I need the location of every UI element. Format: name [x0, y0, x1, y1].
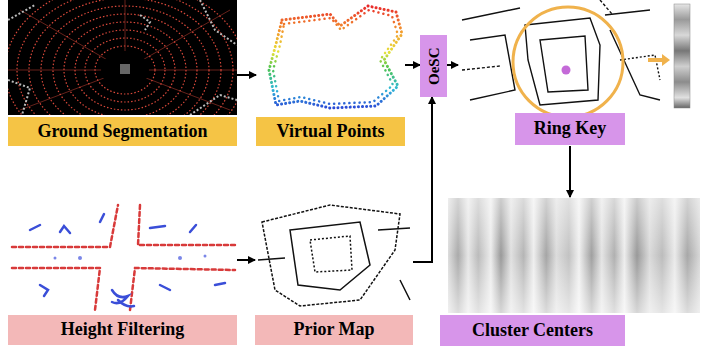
label-box: Virtual Points — [256, 117, 405, 146]
figure-panel: Cluster Centers — [440, 197, 702, 348]
flow-arrow — [237, 74, 256, 76]
ring-key-bar — [674, 4, 690, 108]
label-box: Prior Map — [255, 315, 413, 345]
key-pointer — [648, 54, 670, 66]
node-label: OeSC — [425, 47, 442, 85]
figure-panel: Prior Map — [255, 200, 413, 348]
node-label: Prior Map — [293, 320, 374, 340]
figure-panel: Ring Key — [458, 0, 702, 146]
process-box: OeSC — [420, 35, 447, 97]
node-label: Ground Segmentation — [37, 122, 207, 142]
label-box: Cluster Centers — [440, 315, 625, 346]
node-label: Virtual Points — [277, 122, 385, 142]
label-box: Ground Segmentation — [8, 117, 237, 146]
label-box: OeSC — [420, 35, 447, 97]
ground-scan — [8, 0, 237, 115]
cluster-centers — [448, 198, 700, 313]
height-filter-map — [12, 205, 235, 310]
flow-arrow — [447, 64, 458, 66]
flow-arrow — [405, 64, 420, 66]
node-label: Cluster Centers — [472, 321, 593, 341]
flow-arrow — [413, 97, 432, 262]
search-ring — [513, 7, 623, 117]
node-label: Height Filtering — [61, 320, 184, 340]
node-label: Ring Key — [534, 119, 607, 139]
ring-key-map — [462, 0, 660, 105]
flow-arrow — [237, 259, 255, 261]
prior-map — [258, 205, 410, 306]
figure-panel: Height Filtering — [8, 200, 237, 348]
virtual-points — [269, 6, 402, 108]
figure-panel: Ground Segmentation — [8, 0, 237, 146]
label-box: Height Filtering — [8, 315, 237, 345]
query-dot — [562, 66, 571, 75]
label-box: Ring Key — [515, 113, 625, 145]
flow-arrow — [569, 146, 571, 197]
figure-panel: Virtual Points — [256, 0, 405, 146]
